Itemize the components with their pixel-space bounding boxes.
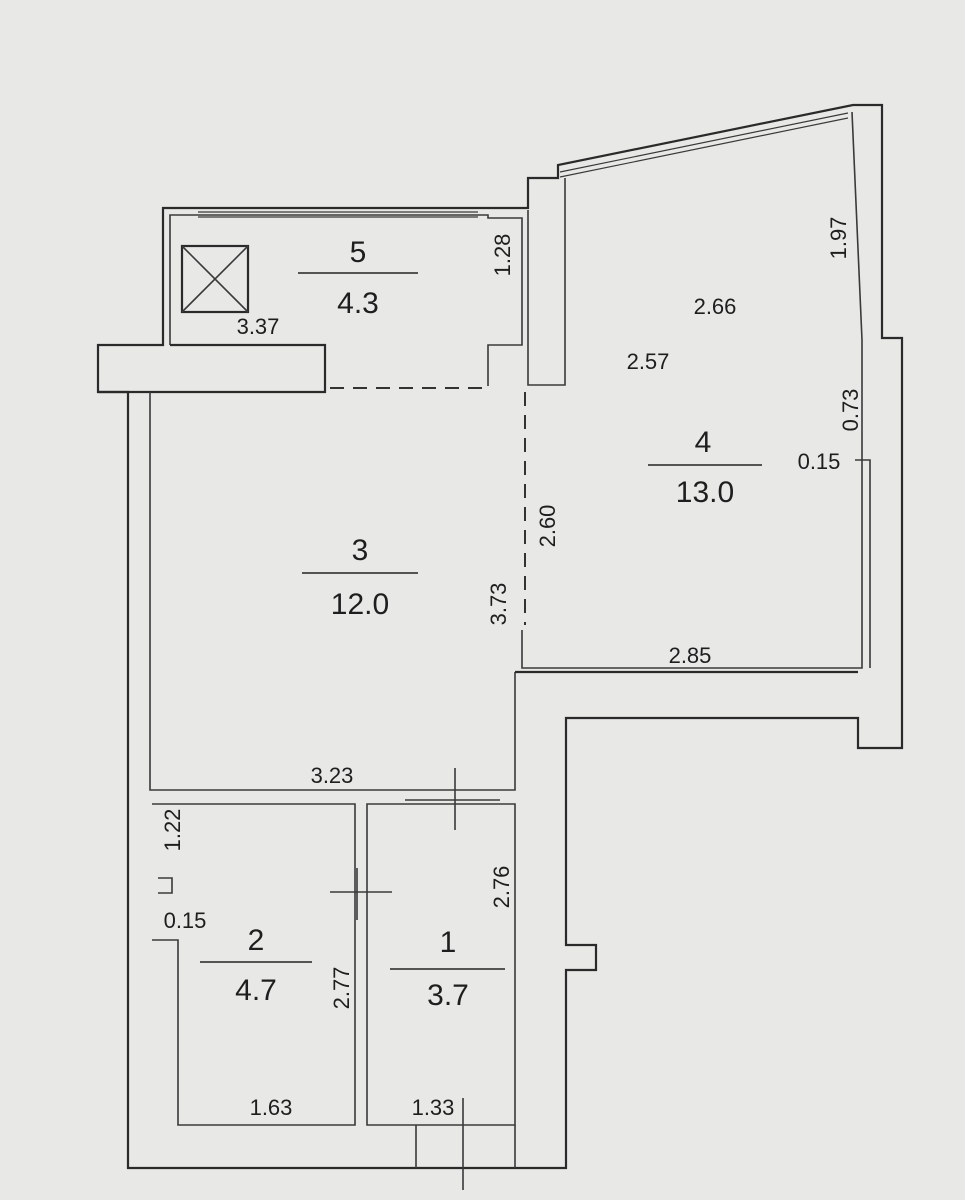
room1-number: 1 [440,926,457,959]
dim-room2-niche: 0.15 [164,908,207,933]
dim-room5-depth: 1.28 [490,234,515,277]
room2-area: 4.7 [235,974,277,1007]
dim-room1-depth: 2.76 [489,866,514,909]
room3-number: 3 [352,534,369,567]
room5-number: 5 [350,236,367,269]
outer-wall [96,103,904,1170]
room3-area: 12.0 [331,588,389,621]
balcony-partition [98,343,327,394]
dim-room4-window-pier: 0.73 [838,389,863,432]
room4-area: 13.0 [676,476,734,509]
room1-door [405,768,500,830]
dim-room4-niche: 0.15 [798,449,841,474]
dim-room5-width: 3.37 [237,314,280,339]
room2-walls [152,803,356,1126]
room3-inner-wall [149,392,516,791]
dim-room1-width: 1.33 [412,1095,455,1120]
room4-right-inner-wall [521,111,863,669]
room2-niche [158,877,173,894]
room4-top-glazing [559,112,849,173]
room4-number: 4 [695,426,712,459]
entrance-door [415,1098,516,1190]
room1-area: 3.7 [427,979,469,1012]
room4-top-glazing-2 [559,117,849,178]
room4-inner-wall [527,178,566,386]
ventilation-shaft-icon [180,244,250,314]
dim-room4-right-wall: 1.97 [826,217,851,260]
dim-room4-width-top: 2.66 [694,294,737,319]
room5-area: 4.3 [337,287,379,320]
dim-room4-opening: 2.60 [535,505,560,548]
room1-walls [366,803,516,1126]
balcony-inner-wall [169,214,523,386]
room2-number: 2 [248,924,265,957]
dim-room4-width-bottom: 2.85 [669,643,712,668]
room2-door [330,868,392,920]
dim-room3-width: 3.23 [311,763,354,788]
dim-room4-width-mid: 2.57 [627,349,670,374]
dim-room2-depth-small: 1.22 [160,809,185,852]
dim-room2-width: 1.63 [250,1095,293,1120]
room4-window-frame [855,459,871,668]
dim-room3-depth: 3.73 [486,583,511,626]
dim-room2-depth: 2.77 [329,967,354,1010]
